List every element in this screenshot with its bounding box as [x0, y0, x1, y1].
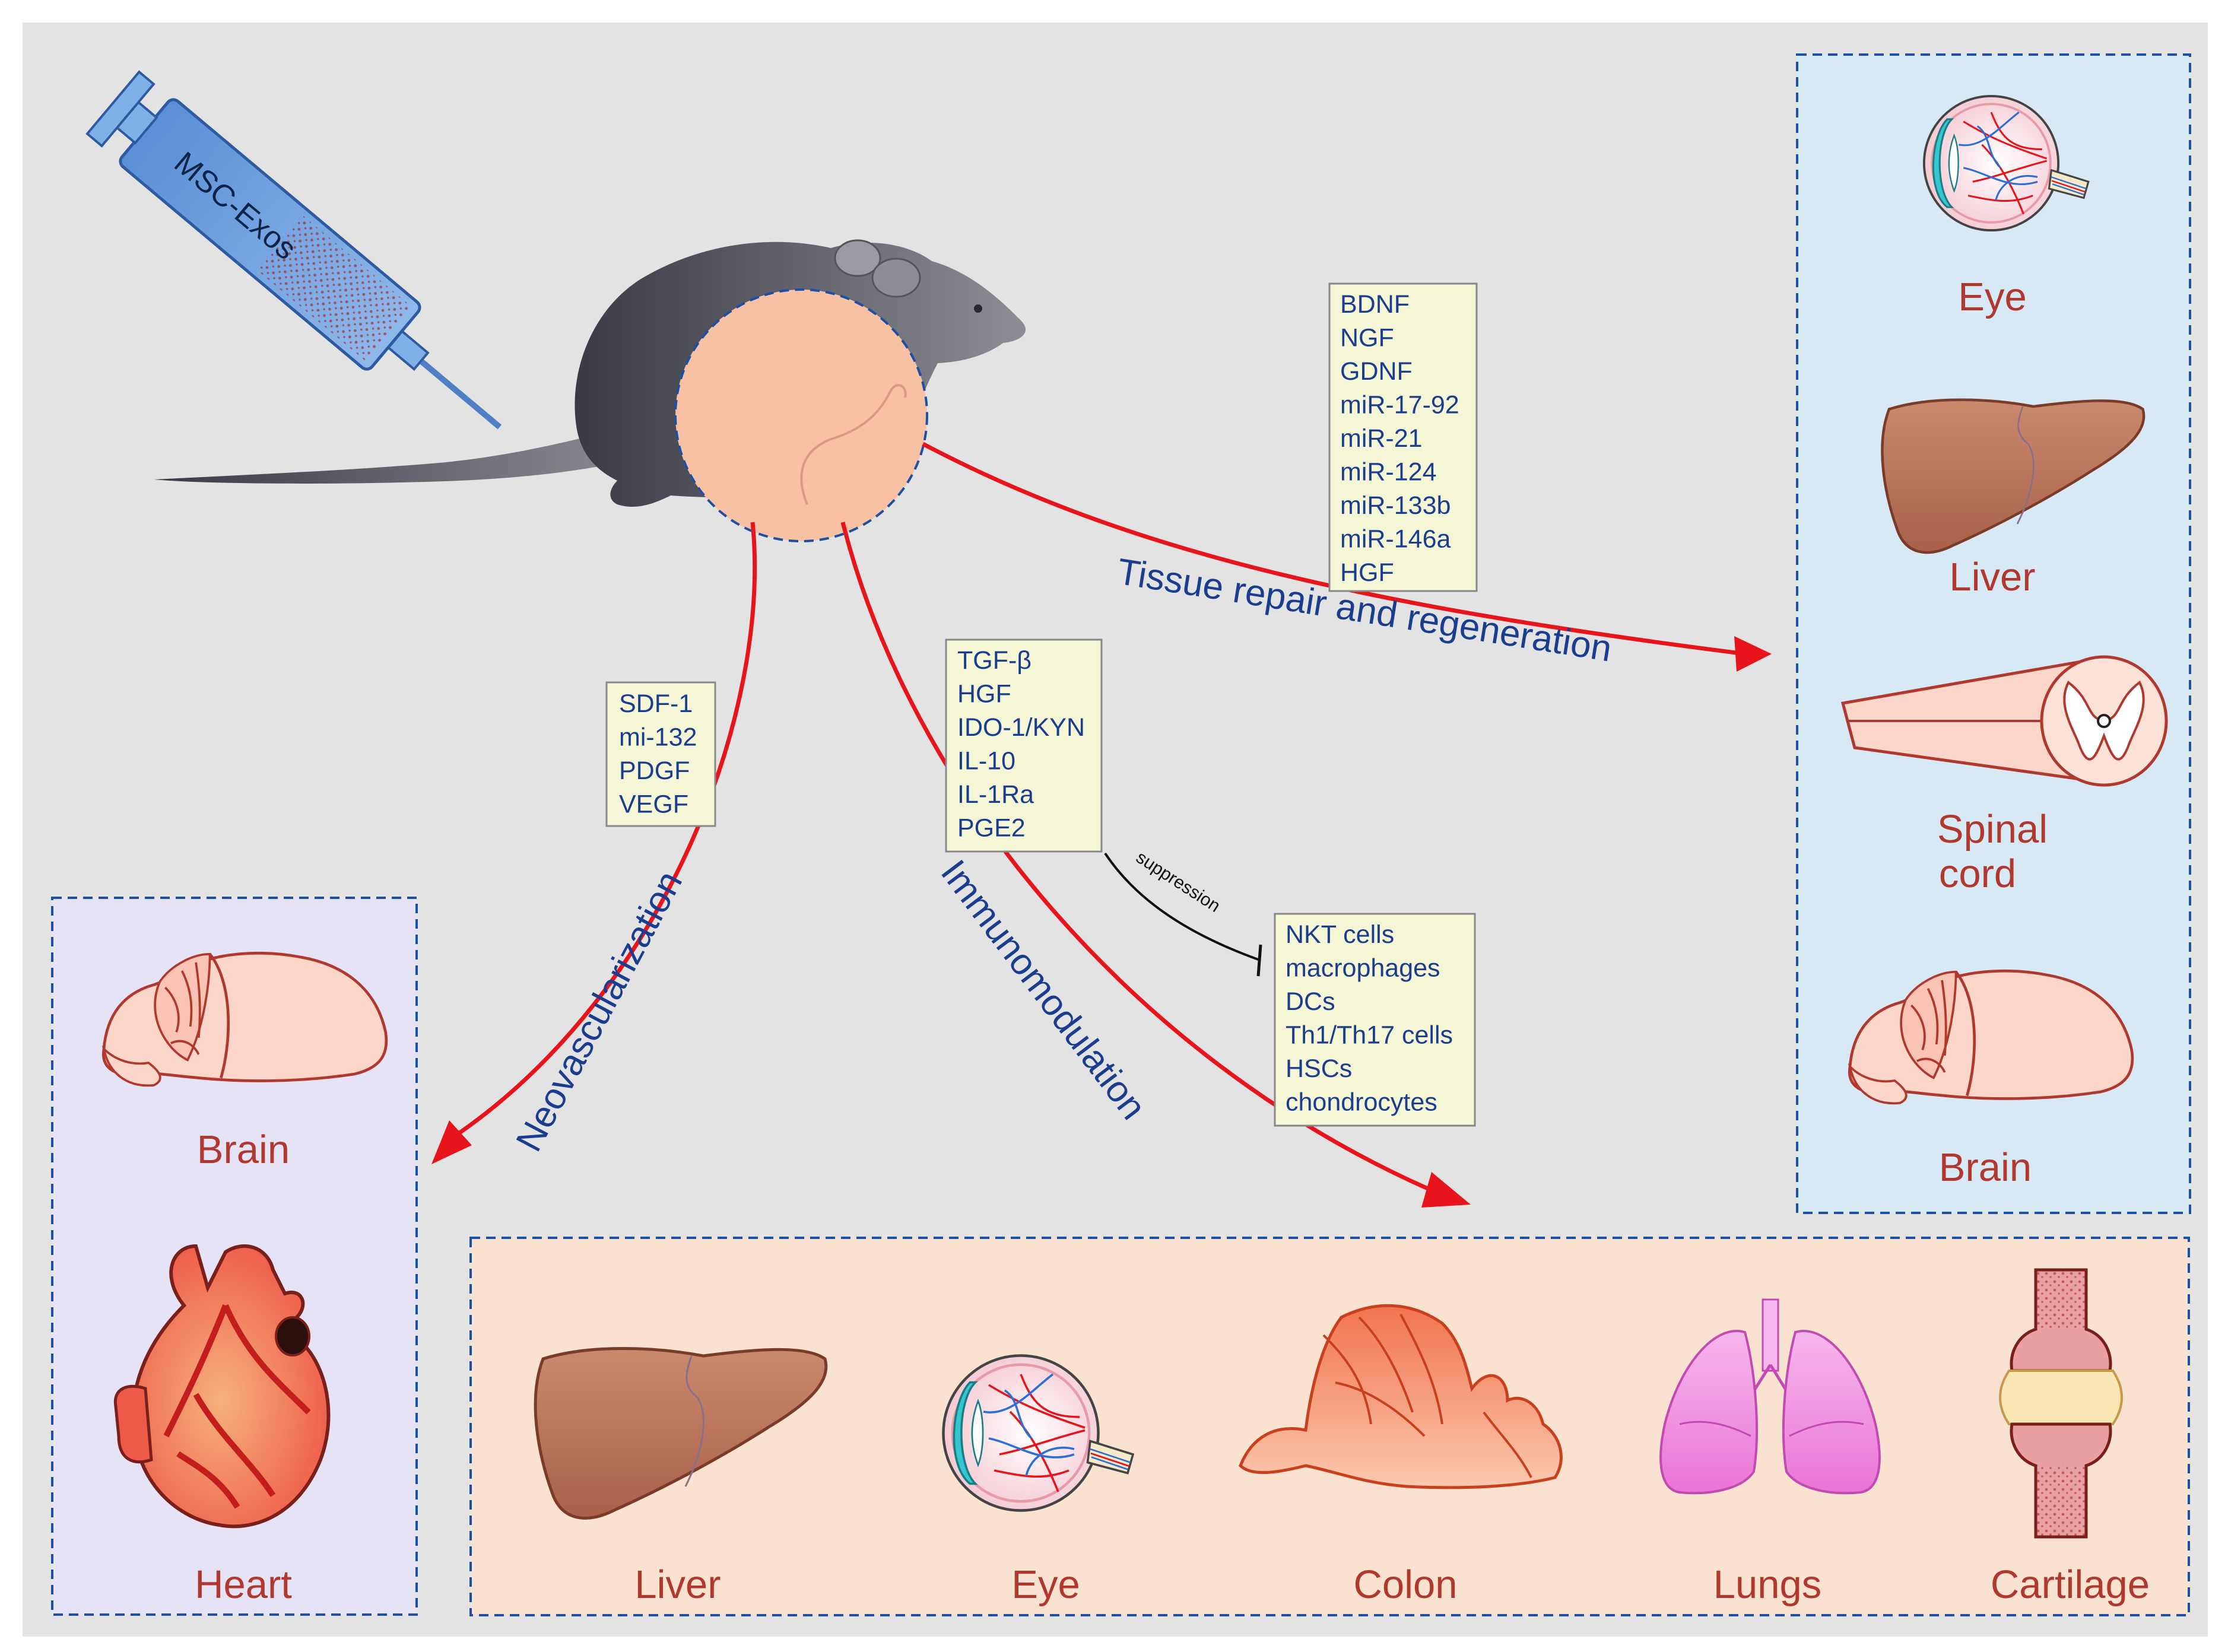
neovascularization-arrow [456, 522, 757, 1136]
spinal-cord-icon [1840, 655, 2168, 787]
molecule-item: HSCs [1286, 1054, 1352, 1083]
molecule-item: miR-21 [1340, 424, 1423, 453]
molecule-item: VEGF [619, 790, 688, 819]
molecule-item: IL-10 [957, 747, 1015, 776]
organ-label: Brain [1939, 1145, 2032, 1190]
tissue-repair-arrowhead [1734, 636, 1772, 672]
molecule-item: IDO-1/KYN [957, 713, 1085, 742]
molecule-item: DCs [1286, 987, 1335, 1016]
molecule-item: miR-146a [1340, 525, 1451, 554]
organ-label: Colon [1353, 1562, 1457, 1607]
heart-icon [113, 1244, 331, 1529]
molecule-item: miR-124 [1340, 458, 1437, 487]
organ-label: Liver [634, 1562, 721, 1607]
organ-label: cord [1939, 852, 2016, 896]
molecule-item: HGF [957, 680, 1011, 709]
organ-label: Lungs [1713, 1562, 1822, 1607]
molecule-item: NKT cells [1286, 920, 1394, 949]
suppression-bar [1256, 944, 1262, 977]
organ-label: Eye [1011, 1562, 1080, 1607]
molecule-item: PDGF [619, 757, 690, 785]
molecule-item: PGE2 [957, 814, 1026, 843]
neovascularization-arrowhead [431, 1120, 472, 1164]
colon-icon [1239, 1304, 1563, 1489]
cartilage-icon [1999, 1268, 2123, 1539]
immunomodulation-arrowhead [1421, 1172, 1471, 1208]
molecule-item: HGF [1340, 558, 1394, 587]
molecule-item: GDNF [1340, 357, 1413, 386]
suppression-arrow [1104, 852, 1259, 961]
organ-label: Cartilage [1991, 1562, 2150, 1607]
molecule-item: miR-17-92 [1340, 391, 1459, 420]
body-circle [674, 288, 928, 542]
tissue-repair-arrow [922, 441, 1737, 655]
organ-label: Liver [1949, 555, 2035, 599]
organ-label: Brain [197, 1127, 290, 1172]
tissue-repair-molecule-box [1328, 282, 1478, 592]
molecule-item: SDF-1 [619, 690, 693, 718]
organ-label: Spinal [1937, 807, 2048, 852]
molecule-item: BDNF [1340, 290, 1410, 319]
organ-label: Eye [1958, 275, 2026, 319]
molecule-item: mi-132 [619, 723, 697, 752]
molecule-item: miR-133b [1340, 491, 1451, 520]
molecule-item: Th1/Th17 cells [1286, 1021, 1453, 1050]
molecule-item: IL-1Ra [957, 780, 1034, 809]
molecule-item: NGF [1340, 324, 1394, 352]
molecule-item: TGF-β [957, 646, 1032, 675]
lungs-icon [1659, 1298, 1881, 1495]
molecule-item: macrophages [1286, 954, 1440, 983]
molecule-item: chondrocytes [1286, 1088, 1437, 1117]
organ-label: Heart [195, 1562, 292, 1607]
neovascularization-molecule-box [605, 681, 716, 827]
suppressed-cells-box [1274, 913, 1476, 1127]
immunomodulation-molecule-box [945, 638, 1103, 853]
